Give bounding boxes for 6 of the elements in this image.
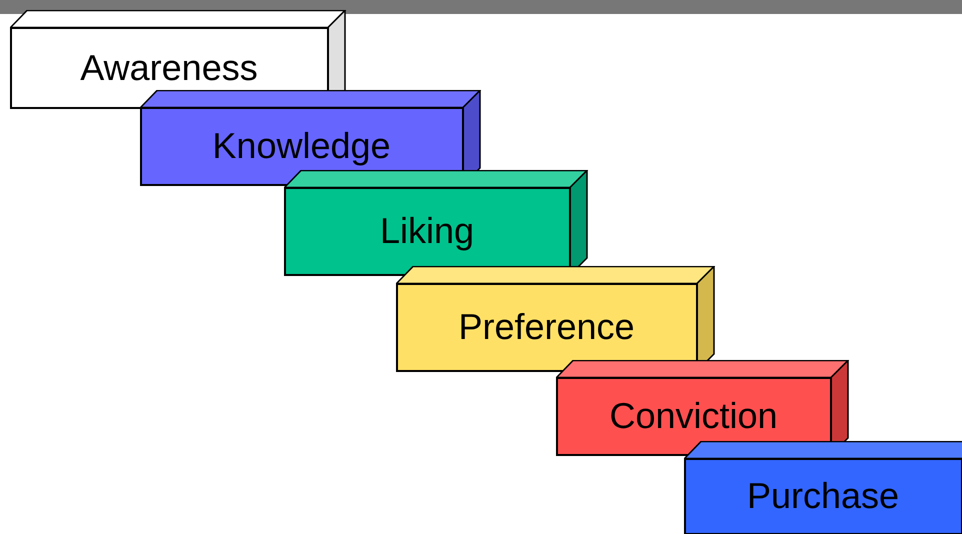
step-label: Purchase	[746, 478, 900, 514]
step-label: Conviction	[609, 398, 778, 434]
step-label: Knowledge	[212, 128, 391, 164]
step-label: Preference	[458, 309, 635, 345]
step-label: Awareness	[80, 50, 258, 86]
step-label: Liking	[380, 213, 474, 249]
